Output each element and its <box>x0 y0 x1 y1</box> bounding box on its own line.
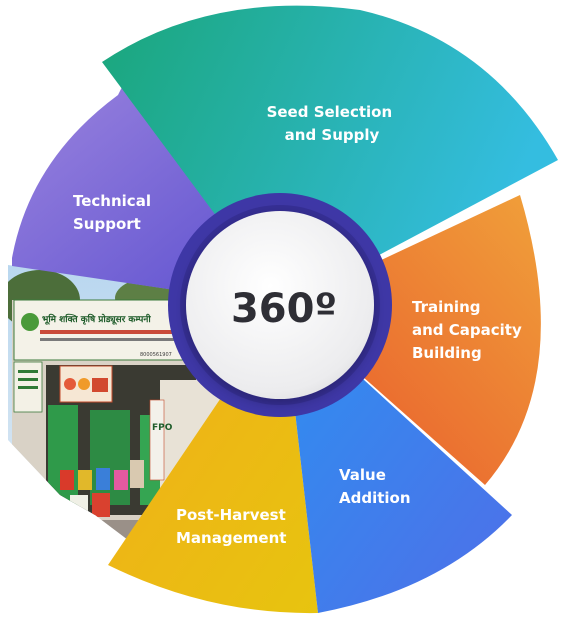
center-label: 360º <box>231 286 337 332</box>
segment-seed-selection-supply <box>102 5 558 307</box>
label-post-harvest: Post-Harvest Management <box>176 506 291 547</box>
photo-sign-text: भूमि शक्ति कृषि प्रोड्यूसर कम्पनी <box>42 313 151 325</box>
label-seed-selection: Seed Selection and Supply <box>267 103 398 144</box>
photo-fpo-text: FPO <box>152 423 173 433</box>
segment-training-capacity-building <box>283 195 541 485</box>
label-value-addition: Value Addition <box>339 466 411 507</box>
label-training: Training and Capacity Building <box>412 298 527 362</box>
center-hub <box>186 211 374 399</box>
label-technical-support: Technical Support <box>73 192 156 233</box>
photo-phone-text: 8000561907 <box>140 352 172 358</box>
